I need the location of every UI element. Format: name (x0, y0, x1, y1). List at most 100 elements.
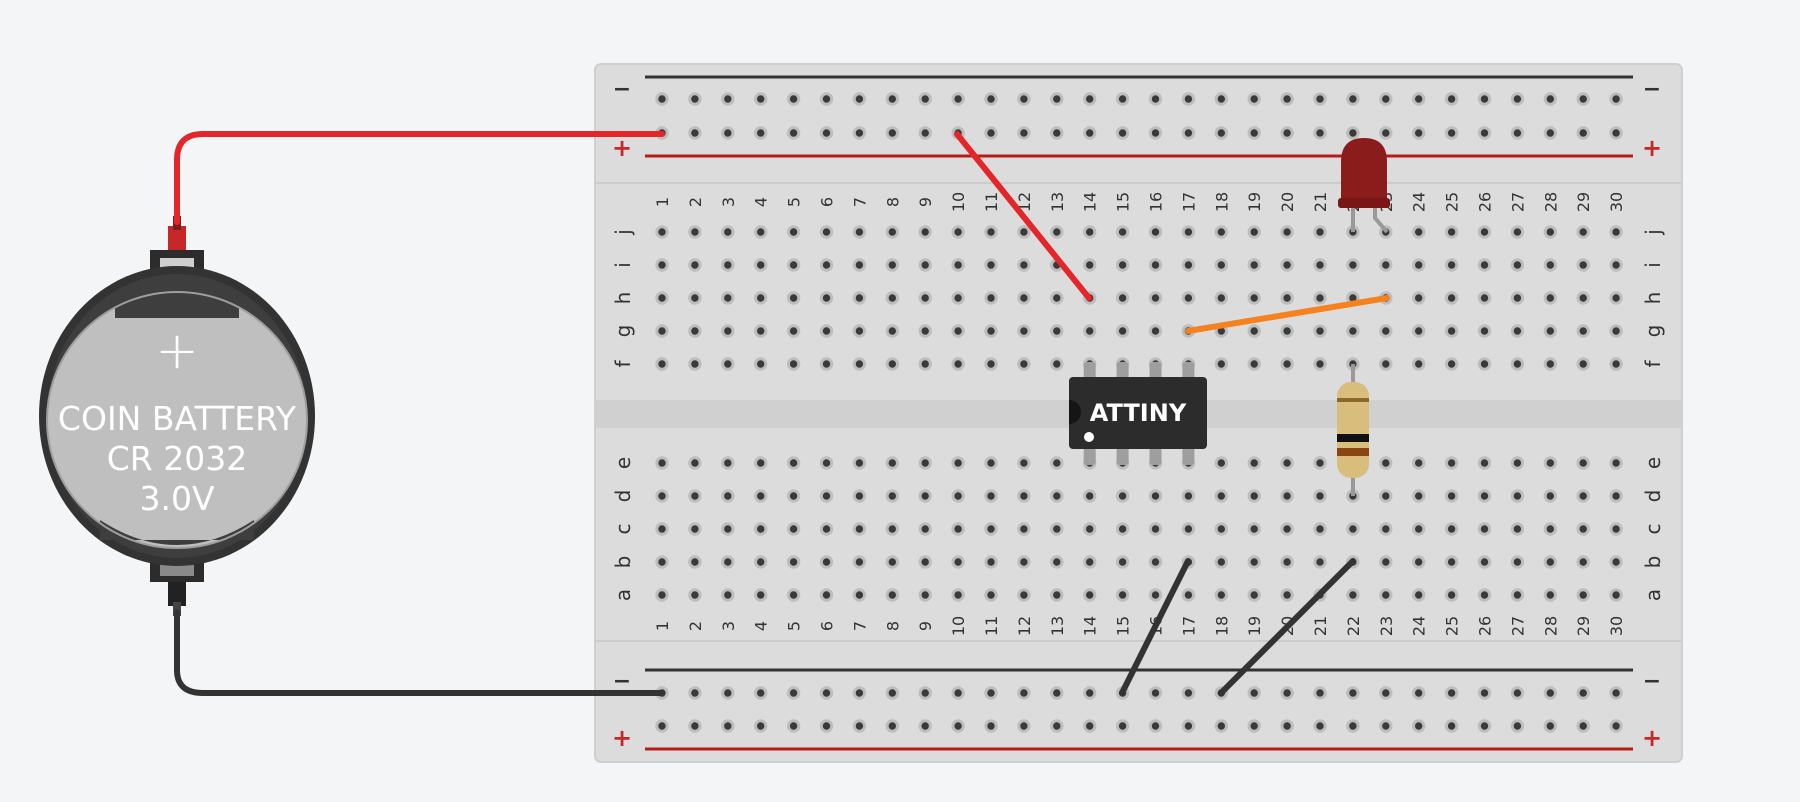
grid-hole-d[interactable] (1181, 489, 1196, 503)
grid-hole-i[interactable] (819, 258, 834, 272)
grid-hole-h[interactable] (1576, 291, 1590, 305)
rail-hole-bottom-minus[interactable] (721, 686, 735, 700)
grid-hole-e[interactable] (1609, 456, 1623, 470)
rail-hole-top-plus[interactable] (1379, 126, 1393, 140)
grid-hole-c[interactable] (1543, 522, 1558, 536)
grid-hole-f[interactable] (852, 357, 867, 371)
rail-hole-bottom-plus[interactable] (1017, 719, 1031, 733)
grid-hole-d[interactable] (688, 489, 702, 503)
rail-hole-bottom-minus[interactable] (1313, 686, 1327, 700)
grid-hole-j[interactable] (721, 225, 735, 239)
grid-hole-j[interactable] (1477, 225, 1492, 239)
grid-hole-j[interactable] (1444, 225, 1459, 239)
grid-hole-d[interactable] (1477, 489, 1492, 503)
grid-hole-b[interactable] (1280, 555, 1294, 569)
grid-hole-a[interactable] (721, 588, 735, 602)
grid-hole-c[interactable] (1576, 522, 1590, 536)
grid-hole-i[interactable] (1543, 258, 1558, 272)
grid-hole-h[interactable] (819, 291, 834, 305)
rail-hole-bottom-plus[interactable] (754, 719, 768, 733)
rail-hole-bottom-plus[interactable] (688, 719, 702, 733)
grid-hole-j[interactable] (1115, 225, 1130, 239)
grid-hole-d[interactable] (1083, 489, 1097, 503)
grid-hole-b[interactable] (951, 555, 965, 569)
grid-hole-d[interactable] (721, 489, 735, 503)
rail-hole-top-minus[interactable] (754, 92, 768, 106)
grid-hole-i[interactable] (1510, 258, 1525, 272)
grid-hole-i[interactable] (918, 258, 932, 272)
grid-hole-c[interactable] (885, 522, 899, 536)
grid-hole-j[interactable] (754, 225, 768, 239)
rail-hole-bottom-plus[interactable] (918, 719, 932, 733)
grid-hole-j[interactable] (984, 225, 998, 239)
grid-hole-b[interactable] (885, 555, 899, 569)
rail-hole-top-minus[interactable] (1412, 92, 1426, 106)
grid-hole-a[interactable] (1346, 588, 1360, 602)
grid-hole-j[interactable] (1313, 225, 1327, 239)
grid-hole-f[interactable] (688, 357, 702, 371)
grid-hole-i[interactable] (655, 258, 669, 272)
grid-hole-b[interactable] (1543, 555, 1558, 569)
grid-hole-e[interactable] (1543, 456, 1558, 470)
rail-hole-bottom-plus[interactable] (819, 719, 834, 733)
grid-hole-b[interactable] (1050, 555, 1064, 569)
rail-hole-top-plus[interactable] (1181, 126, 1196, 140)
grid-hole-d[interactable] (655, 489, 669, 503)
rail-hole-top-plus[interactable] (1609, 126, 1623, 140)
rail-hole-top-plus[interactable] (1477, 126, 1492, 140)
grid-hole-a[interactable] (852, 588, 867, 602)
grid-hole-i[interactable] (1346, 258, 1360, 272)
grid-hole-b[interactable] (688, 555, 702, 569)
rail-hole-bottom-minus[interactable] (754, 686, 768, 700)
rail-hole-top-plus[interactable] (1313, 126, 1327, 140)
grid-hole-g[interactable] (918, 324, 932, 338)
rail-hole-bottom-plus[interactable] (1148, 719, 1163, 733)
grid-hole-c[interactable] (1412, 522, 1426, 536)
rail-hole-top-minus[interactable] (721, 92, 735, 106)
grid-hole-b[interactable] (1609, 555, 1623, 569)
grid-hole-i[interactable] (1609, 258, 1623, 272)
grid-hole-e[interactable] (1444, 456, 1459, 470)
grid-hole-f[interactable] (1050, 357, 1064, 371)
rail-hole-top-plus[interactable] (1543, 126, 1558, 140)
grid-hole-f[interactable] (786, 357, 801, 371)
grid-hole-i[interactable] (754, 258, 768, 272)
grid-hole-a[interactable] (1181, 588, 1196, 602)
grid-hole-f[interactable] (918, 357, 932, 371)
grid-hole-b[interactable] (1148, 555, 1163, 569)
grid-hole-a[interactable] (1576, 588, 1590, 602)
grid-hole-j[interactable] (918, 225, 932, 239)
grid-hole-c[interactable] (1148, 522, 1163, 536)
red-wire-battery-positive[interactable] (174, 131, 665, 225)
rail-hole-bottom-minus[interactable] (951, 686, 965, 700)
rail-hole-bottom-minus[interactable] (1050, 686, 1064, 700)
rail-hole-bottom-plus[interactable] (1313, 719, 1327, 733)
grid-hole-i[interactable] (721, 258, 735, 272)
rail-hole-top-minus[interactable] (1609, 92, 1623, 106)
rail-hole-top-plus[interactable] (819, 126, 834, 140)
rail-hole-top-minus[interactable] (819, 92, 834, 106)
grid-hole-d[interactable] (1576, 489, 1590, 503)
grid-hole-a[interactable] (1412, 588, 1426, 602)
rail-hole-top-plus[interactable] (1017, 126, 1031, 140)
grid-hole-j[interactable] (1510, 225, 1525, 239)
grid-hole-d[interactable] (1214, 489, 1229, 503)
grid-hole-a[interactable] (819, 588, 834, 602)
rail-hole-top-minus[interactable] (1083, 92, 1097, 106)
rail-hole-bottom-minus[interactable] (1181, 686, 1196, 700)
grid-hole-g[interactable] (786, 324, 801, 338)
rail-hole-bottom-minus[interactable] (786, 686, 801, 700)
grid-hole-j[interactable] (1280, 225, 1294, 239)
grid-hole-e[interactable] (1510, 456, 1525, 470)
grid-hole-d[interactable] (885, 489, 899, 503)
grid-hole-h[interactable] (1115, 291, 1130, 305)
grid-hole-c[interactable] (655, 522, 669, 536)
grid-hole-e[interactable] (721, 456, 735, 470)
grid-hole-a[interactable] (951, 588, 965, 602)
rail-hole-bottom-minus[interactable] (1148, 686, 1163, 700)
grid-hole-h[interactable] (1050, 291, 1064, 305)
grid-hole-c[interactable] (951, 522, 965, 536)
grid-hole-a[interactable] (1379, 588, 1393, 602)
rail-hole-top-minus[interactable] (786, 92, 801, 106)
rail-hole-bottom-plus[interactable] (984, 719, 998, 733)
